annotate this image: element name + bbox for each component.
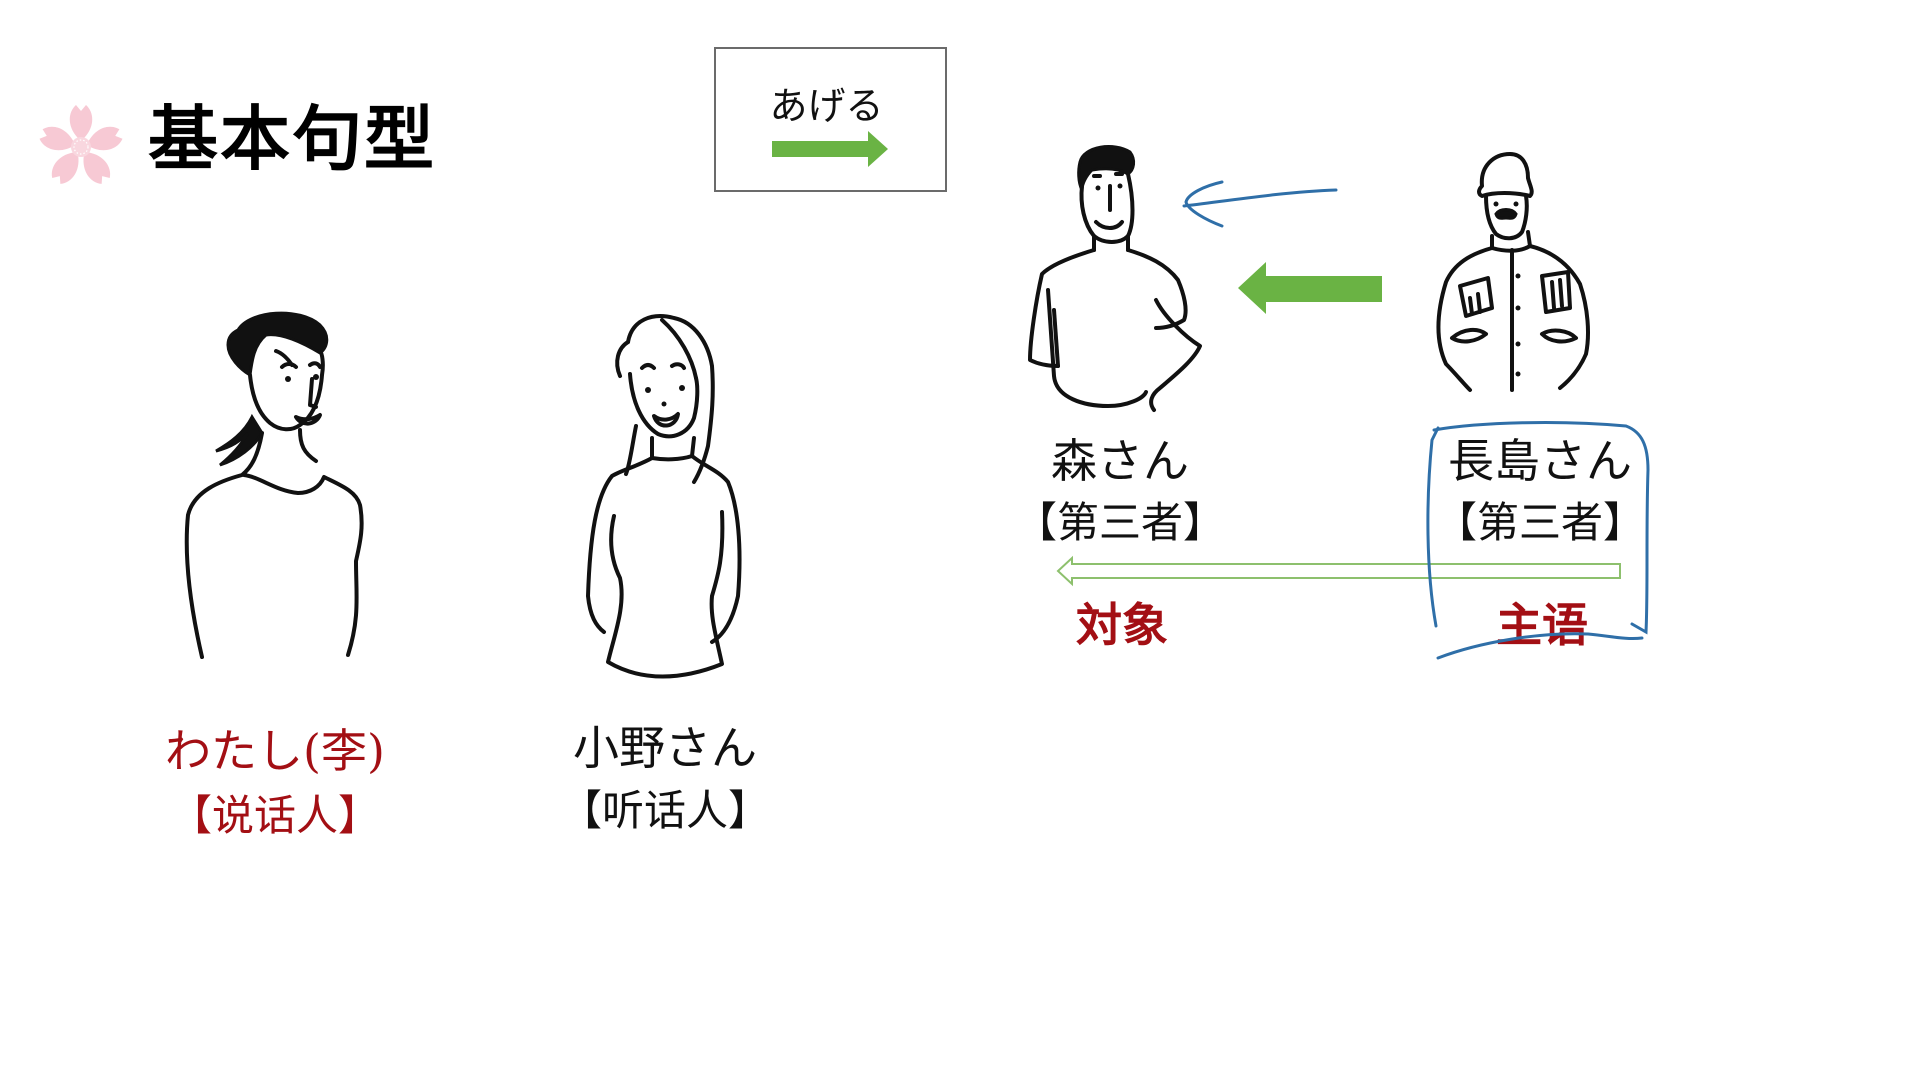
- person-role-watashi: 【说话人】: [169, 791, 380, 840]
- person-role-mori: 【第三者】: [1014, 498, 1225, 547]
- green-right-arrow-icon: [772, 131, 888, 167]
- person-name-mori: 森さん: [1051, 434, 1189, 488]
- person-role-nagashima: 【第三者】: [1434, 498, 1645, 547]
- woman-in-turtleneck-figure: [586, 314, 742, 679]
- person-name-watashi: わたし(李): [165, 724, 385, 778]
- sakura-flower-icon: [37, 105, 125, 188]
- verb-box: あげる: [714, 47, 947, 192]
- man-in-tshirt-figure: [1028, 145, 1202, 412]
- blue-handdrawn-left-arrow-icon: [1182, 180, 1338, 228]
- hollow-green-left-arrow-icon: [1056, 555, 1621, 587]
- slide-title: 基本句型: [148, 98, 436, 180]
- woman-with-ponytail-figure: [184, 311, 364, 659]
- verb-label: あげる: [769, 84, 884, 128]
- person-name-ono: 小野さん: [573, 721, 757, 775]
- blue-handdrawn-bracket-icon: [1426, 421, 1650, 660]
- person-role-ono: 【听话人】: [559, 786, 770, 835]
- person-name-nagashima: 長島さん: [1448, 434, 1632, 488]
- object-label: 対象: [1076, 598, 1168, 652]
- man-in-jacket-and-hat-figure: [1436, 152, 1590, 392]
- green-left-arrow-icon: [1238, 262, 1382, 314]
